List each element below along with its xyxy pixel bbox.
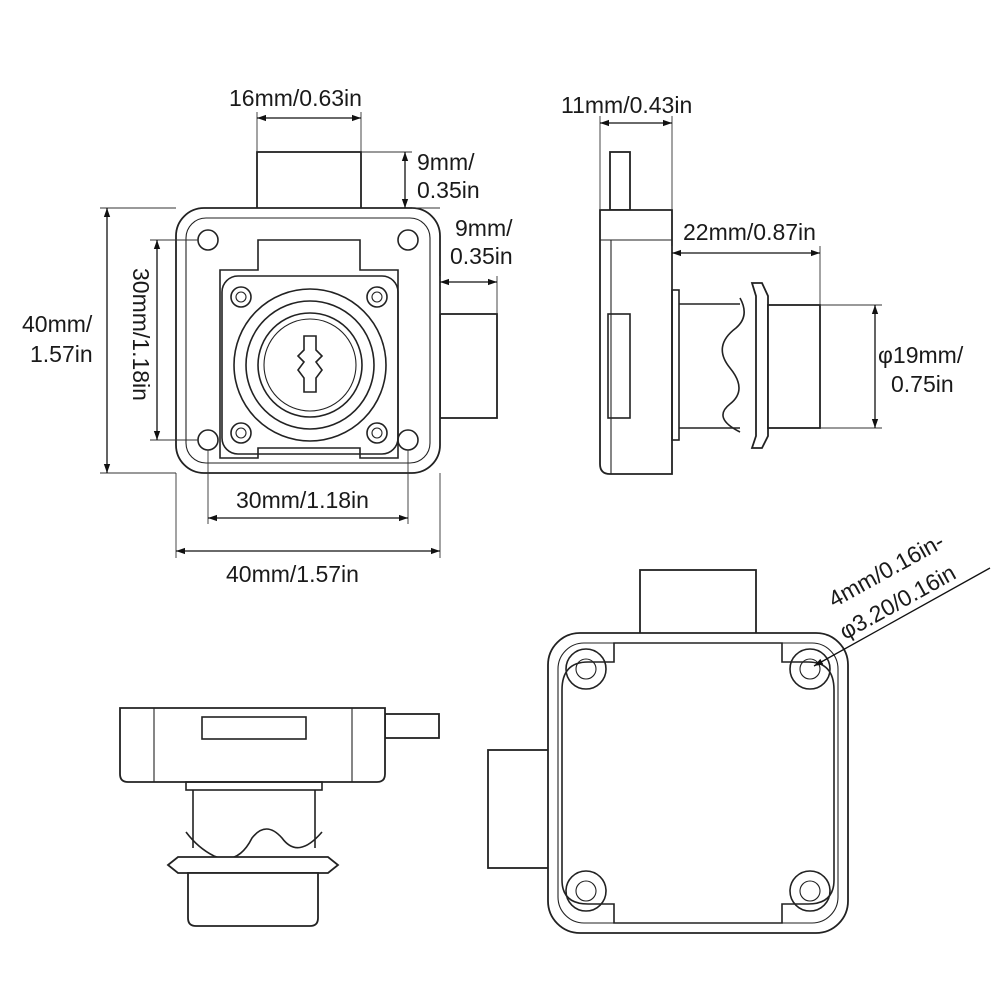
label-body-depth: 11mm/0.43in — [561, 92, 692, 118]
front-dimensions — [100, 112, 498, 558]
label-side-bolt-line2: 0.35in — [450, 243, 513, 269]
side-view — [599, 151, 821, 475]
label-cylinder-dia-line2: 0.75in — [891, 371, 954, 397]
side-dimensions — [599, 116, 882, 429]
label-hole-spacing-horizontal: 30mm/1.18in — [236, 487, 369, 513]
front-view — [175, 151, 498, 474]
label-total-height-line2: 1.57in — [30, 341, 93, 367]
label-side-bolt-line1: 9mm/ — [455, 215, 513, 241]
label-cylinder-dia-line1: φ19mm/ — [878, 342, 964, 368]
label-total-width: 40mm/1.57in — [226, 561, 359, 587]
back-view — [487, 567, 991, 934]
label-hole-spacing-vertical: 30mm/1.18in — [128, 268, 154, 401]
label-bolt-height-line1: 9mm/ — [417, 149, 475, 175]
label-total-height-line1: 40mm/ — [22, 311, 93, 337]
label-bolt-width: 16mm/0.63in — [229, 85, 362, 111]
bottom-view — [119, 707, 440, 927]
label-cylinder-length: 22mm/0.87in — [683, 219, 816, 245]
label-bolt-height-line2: 0.35in — [417, 177, 480, 203]
